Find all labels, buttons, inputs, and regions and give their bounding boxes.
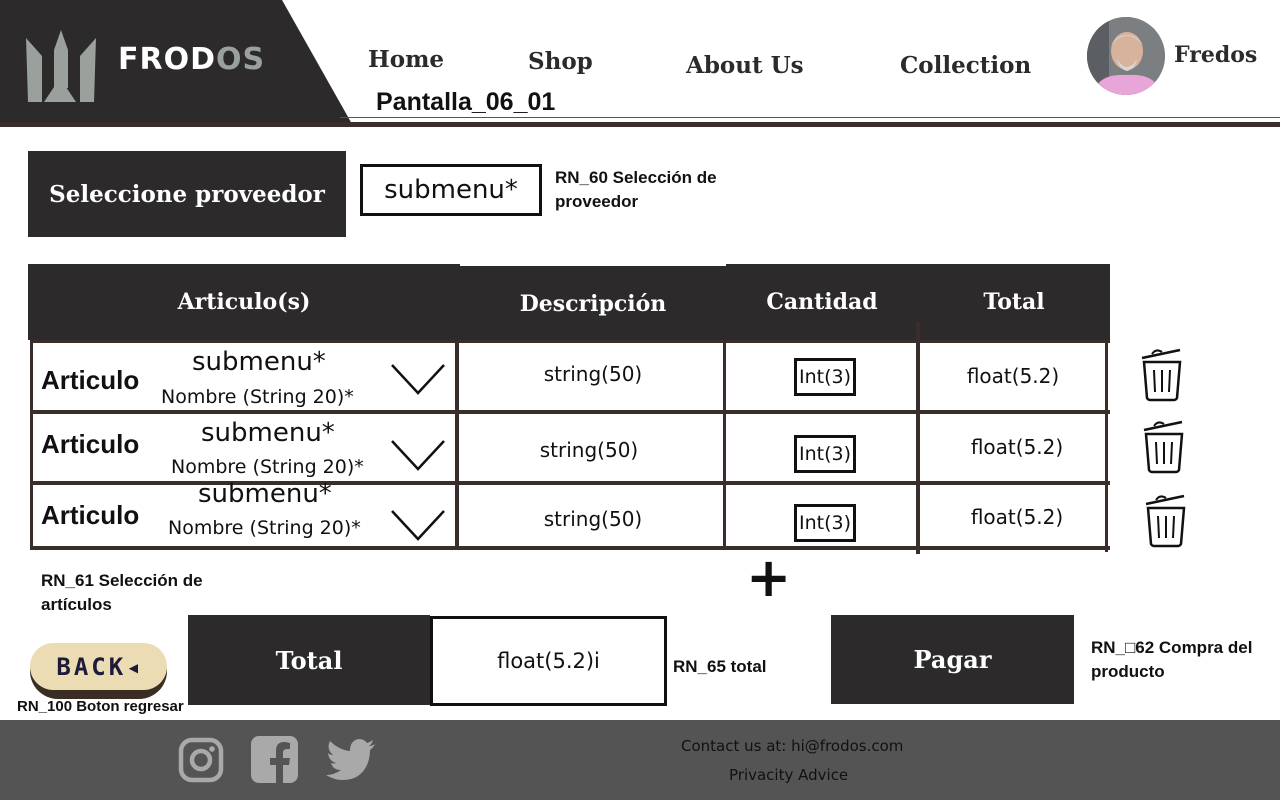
frodos-logo-icon [26,30,96,102]
quantity-input[interactable]: Int(3) [794,435,856,473]
header-divider [340,117,1280,118]
column-header-total: Total [918,264,1110,340]
pay-button[interactable]: Pagar [831,615,1074,704]
quantity-input[interactable]: Int(3) [794,504,856,542]
table-line [30,410,1110,414]
note-rn100: RN_100 Boton regresar [17,698,184,715]
footer [0,720,1280,800]
table-line [30,481,1110,485]
note-rn62: RN_□62 Compra del producto [1091,638,1253,681]
nav-shop[interactable]: Shop [528,48,593,75]
back-button[interactable]: BACK◂ [30,643,167,699]
row-total-cell: float(5.2) [966,364,1060,388]
table-line [30,546,1110,550]
privacy-link[interactable]: Privacity Advice [729,766,849,784]
chevron-down-icon[interactable] [390,508,446,542]
provider-submenu[interactable]: submenu* [360,164,542,216]
column-header-cantidad: Cantidad [726,264,918,340]
trash-icon[interactable] [1142,420,1186,474]
column-header-descripcion: Descripción [460,266,726,342]
note-rn60: RN_60 Selección de proveedor [555,168,717,211]
article-submenu[interactable]: submenu* [192,347,326,377]
total-value-field: float(5.2)i [430,616,667,706]
article-label: Articulo [41,429,140,459]
nav-collection[interactable]: Collection [900,52,1032,79]
chevron-down-icon[interactable] [390,362,446,396]
table-line [30,340,33,550]
article-label: Articulo [41,365,140,395]
table-line [1105,340,1108,552]
header-bottom-bar [0,122,1280,127]
trash-icon[interactable] [1140,348,1184,402]
back-arrow-icon: ◂ [126,652,141,681]
contact-email[interactable]: Contact us at: hi@frodos.com [681,737,904,755]
table-line [30,340,1110,343]
article-name-field[interactable]: Nombre (String 20)* [161,386,354,408]
description-cell: string(50) [543,507,643,531]
trash-icon[interactable] [1144,494,1188,548]
article-label: Articulo [41,500,140,530]
note-rn61: RN_61 Selección de artículos [41,571,203,614]
description-cell: string(50) [539,438,639,462]
article-name-field[interactable]: Nombre (String 20)* [168,517,361,539]
article-submenu[interactable]: submenu* [198,479,332,509]
select-provider-label: Seleccione proveedor [28,151,346,237]
column-header-articulos: Articulo(s) [28,264,460,340]
row-total-cell: float(5.2) [970,435,1064,459]
add-row-button[interactable]: + [746,546,792,609]
brand-name[interactable]: FRODOS [118,42,266,77]
back-button-label: BACK [56,652,127,681]
description-cell: string(50) [543,362,643,386]
twitter-icon[interactable] [326,739,376,781]
article-submenu[interactable]: submenu* [201,418,335,448]
screen-id: Pantalla_06_01 [376,88,556,116]
nav-home[interactable]: Home [368,46,445,73]
note-rn65: RN_65 total [673,657,767,676]
nav-about-us[interactable]: About Us [686,52,804,79]
avatar-portrait [1087,17,1165,95]
table-line [455,340,459,550]
table-line [916,322,920,554]
row-total-cell: float(5.2) [970,505,1064,529]
user-name[interactable]: Fredos [1174,42,1258,68]
quantity-input[interactable]: Int(3) [794,358,856,396]
facebook-icon[interactable] [251,736,298,783]
instagram-icon[interactable] [178,737,224,783]
chevron-down-icon[interactable] [390,438,446,472]
total-label: Total [188,615,430,705]
article-name-field[interactable]: Nombre (String 20)* [171,456,364,478]
table-line [723,340,726,550]
back-button-face: BACK◂ [30,643,167,690]
user-avatar[interactable] [1087,17,1165,95]
